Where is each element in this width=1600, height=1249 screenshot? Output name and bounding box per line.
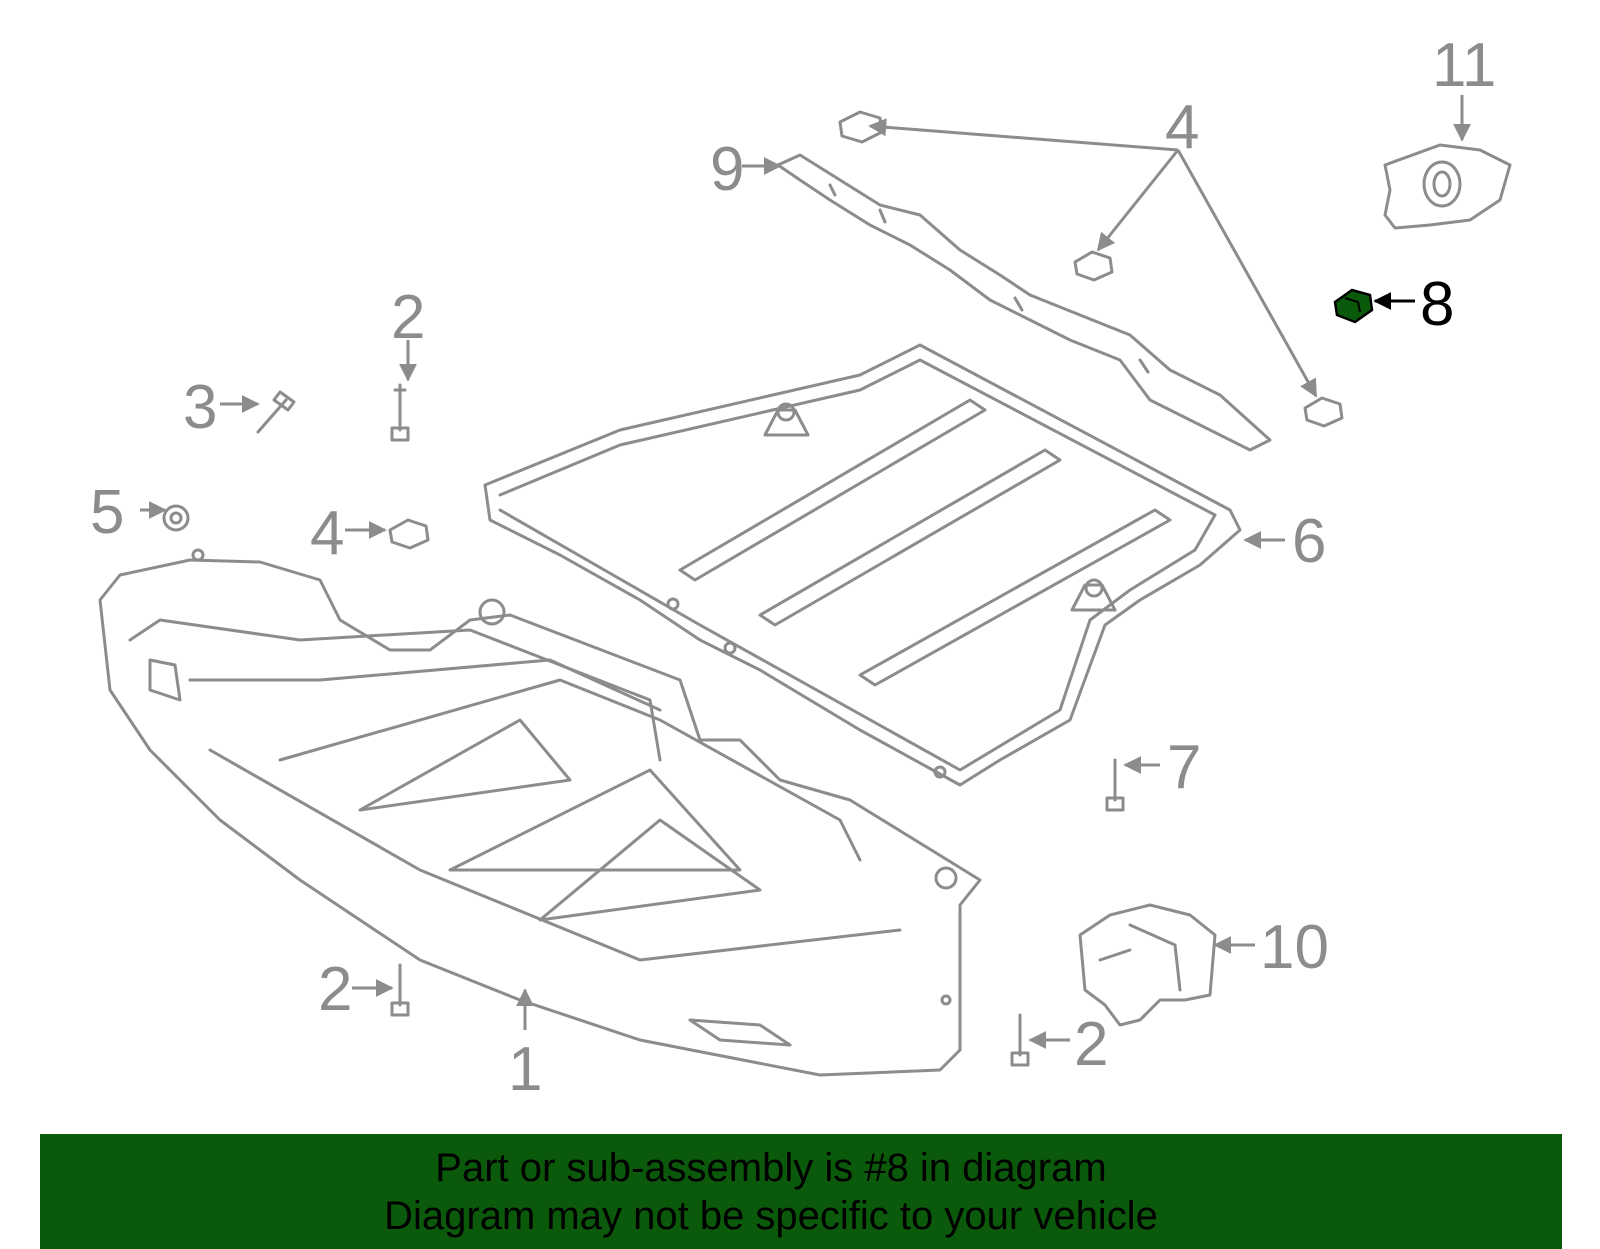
callout-2-bottom-left: 2 [318,955,352,1024]
leader-lines [140,95,1471,1049]
callout-1: 1 [508,1035,542,1104]
callout-10: 10 [1260,913,1329,982]
callout-2-bottom-right: 2 [1074,1010,1108,1079]
callout-6: 6 [1292,507,1326,576]
callout-8: 8 [1420,270,1454,339]
callout-4-top: 4 [1165,93,1199,162]
callout-2-top: 2 [391,283,425,352]
callout-labels: 1 2 2 2 3 4 4 5 6 7 8 9 10 11 [90,31,1496,1104]
part-11-deflector [1383,143,1512,230]
part-10-liner [1078,903,1217,1027]
callout-7: 7 [1167,733,1201,802]
callout-11: 11 [1432,31,1496,100]
callout-9: 9 [710,135,744,204]
banner-line-disclaimer: Diagram may not be specific to your vehi… [384,1193,1158,1238]
info-banner: Part or sub-assembly is #8 in diagram Di… [40,1134,1562,1249]
callout-3: 3 [183,373,217,442]
parts-diagram: 1 2 2 2 3 4 4 5 6 7 8 9 10 11 [90,31,1512,1104]
banner-line-part: Part or sub-assembly is #8 in diagram [435,1145,1107,1190]
part-1-lower-cover [98,548,982,1077]
callout-5: 5 [90,478,124,547]
part-6-rear-cover [483,343,1242,787]
part-8-clip-nut [1333,288,1374,324]
callout-4-left: 4 [310,499,344,568]
part-9-bracket [776,153,1272,452]
